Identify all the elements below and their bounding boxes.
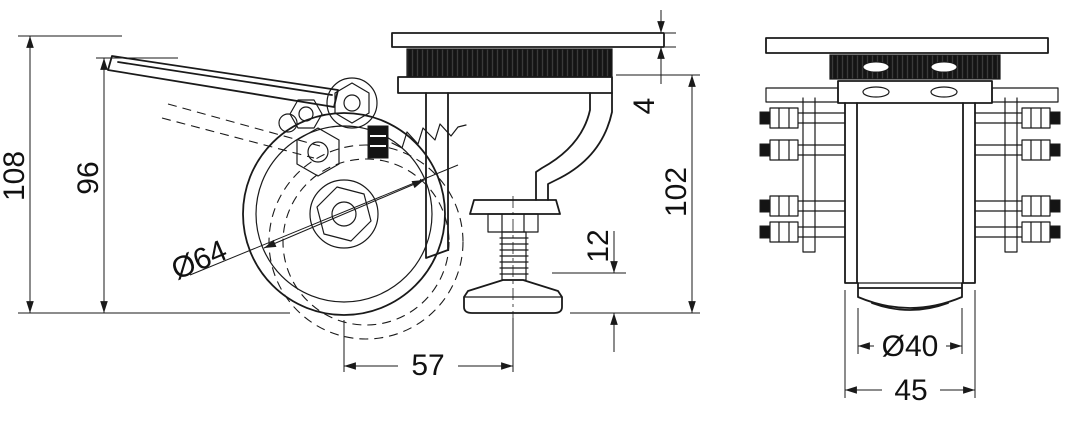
spring-clamp	[367, 125, 389, 159]
extension-lines-left	[18, 32, 700, 372]
pad-slot-left	[862, 61, 890, 73]
dim-108-label: 108	[0, 151, 31, 201]
foot-thread-lines	[499, 237, 529, 275]
band-slot-right	[930, 86, 958, 98]
front-right-bolt-1-cap	[1049, 111, 1061, 125]
dim-96: 96	[72, 58, 108, 313]
front-rubber-pad	[829, 54, 1001, 80]
front-left-top-bar	[765, 87, 839, 103]
dim-45: 45	[845, 374, 975, 407]
foot-pad	[463, 279, 563, 314]
front-right-bracket	[1004, 97, 1018, 253]
housing-arm	[535, 92, 613, 201]
front-left-bolt-4	[769, 221, 846, 243]
front-left-bolt-3	[769, 195, 846, 217]
dim-45-label: 45	[894, 374, 927, 407]
dim-108: 108	[0, 36, 34, 313]
dim-d64-label: Ø64	[167, 234, 232, 287]
rubber-pad	[406, 48, 613, 78]
wheel-swivel-dashed-outer	[268, 144, 464, 340]
pad-slot-right	[930, 61, 958, 73]
front-right-bolt-4-cap	[1049, 225, 1061, 239]
pivot-pin-circle	[278, 113, 298, 133]
dimensions-front: Ø40 45	[844, 290, 976, 407]
front-left-bolt-2	[769, 139, 846, 161]
brake-cam-hex	[296, 127, 340, 177]
kingpin-washer	[326, 77, 378, 129]
brake-spring	[391, 123, 467, 149]
mount-plate	[391, 32, 665, 48]
front-swivel-band	[837, 80, 993, 104]
dimensions-side: 108 96 Ø64 57 12 102 4	[0, 10, 700, 382]
front-mount-plate	[765, 37, 1049, 54]
dim-12-label: 12	[582, 229, 615, 262]
front-left-bolt-1-cap	[759, 111, 771, 125]
wheel-inner-circle	[255, 125, 433, 303]
spring-clamp-slits	[370, 135, 386, 147]
front-left-bolt-2-cap	[759, 143, 771, 157]
dim-4-label: 4	[628, 98, 661, 115]
front-right-bolt-2	[974, 139, 1051, 161]
front-right-bolt-2-cap	[1049, 143, 1061, 157]
kingpin-hex-nut	[334, 82, 370, 124]
brake-pedal-alt-position	[161, 103, 321, 159]
kingpin-center	[343, 94, 361, 112]
front-left-bracket	[802, 97, 816, 253]
brake-pedal	[107, 55, 339, 108]
dim-wheel-width: Ø40	[858, 330, 962, 363]
dim-57: 57	[344, 349, 513, 382]
dim-57-label: 57	[411, 349, 444, 382]
front-right-bolt-3-cap	[1049, 199, 1061, 213]
front-left-bolt-3-cap	[759, 199, 771, 213]
wheel-outer-circle	[242, 112, 446, 316]
front-view	[759, 37, 1061, 311]
front-right-top-bar	[991, 87, 1059, 103]
cam-center	[298, 106, 314, 122]
front-right-bolt-1	[974, 107, 1051, 129]
front-left-bolt-1	[769, 107, 846, 129]
wheel-swivel-dashed-inner	[282, 158, 450, 326]
foot-bracket	[469, 199, 561, 215]
brake-cam-center	[307, 141, 329, 163]
front-right-bolt-3	[974, 195, 1051, 217]
side-view	[107, 32, 665, 340]
front-fork-plates	[844, 102, 976, 284]
front-left-bolt-4-cap	[759, 225, 771, 239]
band-slot-left	[862, 86, 890, 98]
dim-96-label: 96	[72, 161, 105, 194]
extension-lines-front	[844, 290, 976, 398]
dim-102: 102	[660, 75, 696, 313]
swivel-housing-top	[397, 76, 613, 94]
front-right-bolt-4	[974, 221, 1051, 243]
dim-102-label: 102	[660, 167, 693, 217]
dim-4: 4	[628, 10, 665, 115]
dim-d40-label: Ø40	[882, 330, 939, 363]
wheel-front	[857, 282, 963, 311]
dim-d64-leader	[189, 164, 459, 276]
dim-d64-arrows	[263, 179, 425, 249]
dim-12: 12	[582, 229, 618, 352]
foot-nut-facets	[501, 213, 525, 233]
